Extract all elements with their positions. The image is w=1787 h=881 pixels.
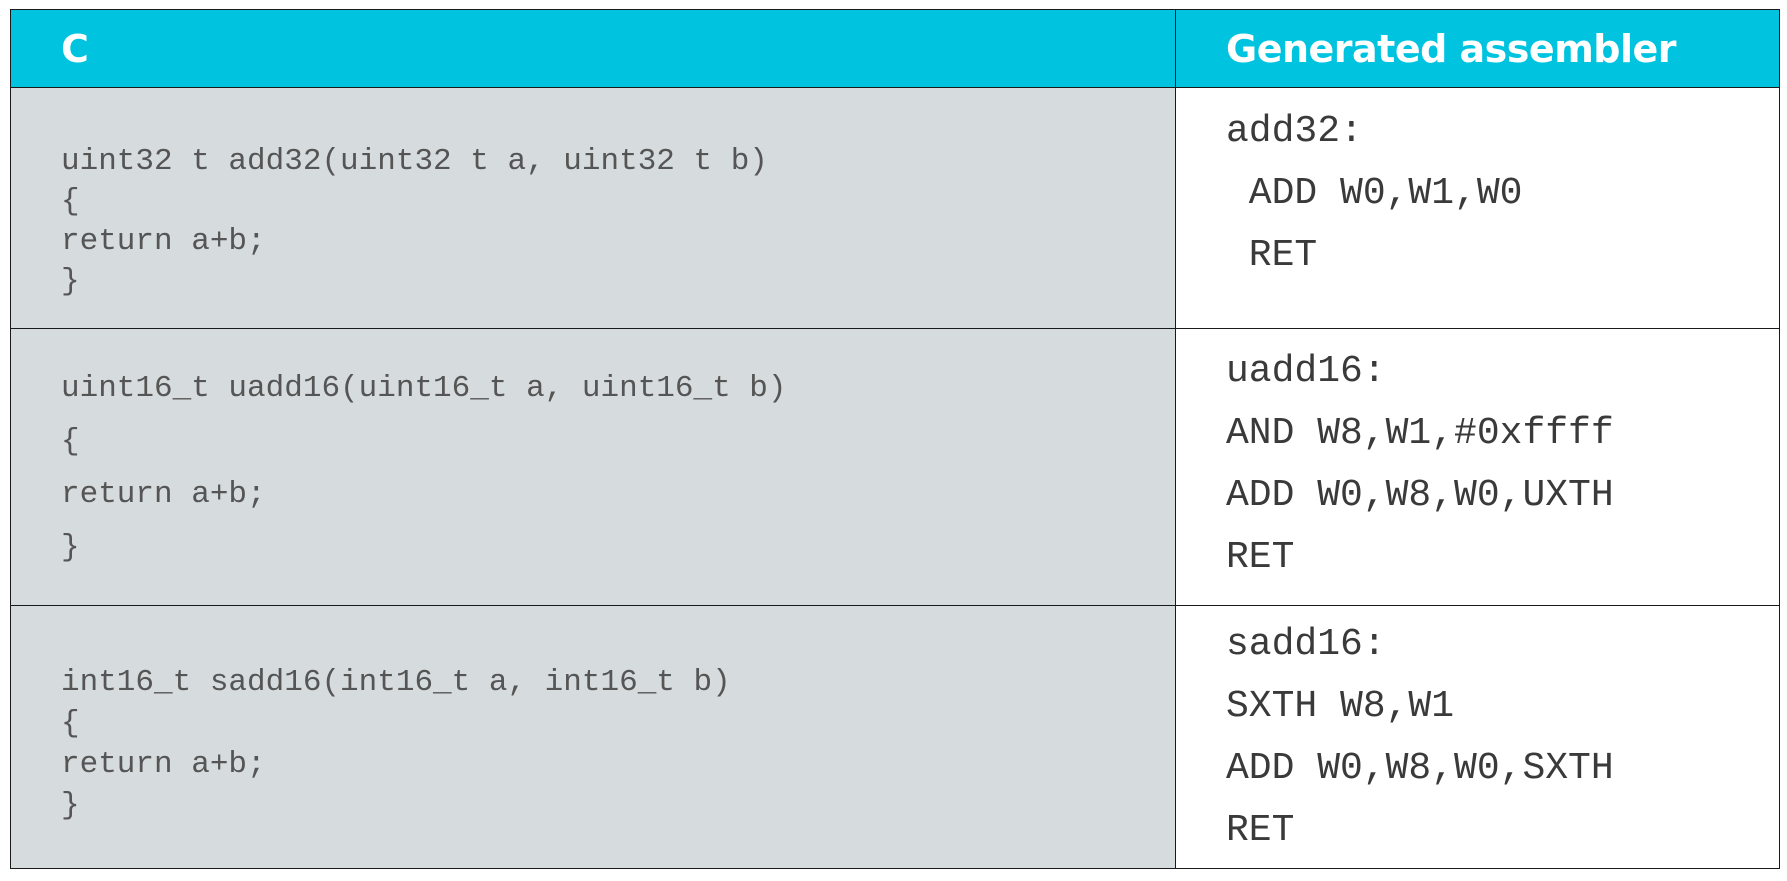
table-row-add32: uint32 t add32(uint32 t a, uint32 t b) {…: [10, 87, 1780, 329]
c-code-line: {: [61, 424, 80, 459]
asm-code-line: RET: [1226, 809, 1295, 852]
c-code-line: {: [61, 184, 80, 219]
c-code-line: }: [61, 788, 80, 823]
asm-code-line: sadd16:: [1226, 623, 1386, 666]
table-row-uadd16: uint16_t uadd16(uint16_t a, uint16_t b) …: [10, 328, 1780, 606]
asm-code-line: add32:: [1226, 110, 1363, 153]
asm-code-line: SXTH W8,W1: [1226, 685, 1455, 728]
c-code-line: return a+b;: [61, 747, 266, 782]
header-row: C Generated assembler: [10, 9, 1780, 88]
asm-code-line: ADD W0,W8,W0,UXTH: [1226, 474, 1614, 517]
asm-code-line: ADD W0,W1,W0: [1226, 172, 1523, 215]
c-code-line: }: [61, 264, 80, 299]
header-generated-assembler: Generated assembler: [1175, 9, 1780, 88]
c-code-cell: uint16_t uadd16(uint16_t a, uint16_t b) …: [10, 328, 1176, 606]
asm-code-line: ADD W0,W8,W0,SXTH: [1226, 747, 1614, 790]
header-c: C: [10, 9, 1176, 88]
asm-code-cell: sadd16: SXTH W8,W1 ADD W0,W8,W0,SXTH RET: [1175, 605, 1780, 869]
c-code-line: int16_t sadd16(int16_t a, int16_t b): [61, 665, 731, 700]
c-code-line: {: [61, 706, 80, 741]
asm-code-line: RET: [1226, 536, 1295, 579]
c-code-line: return a+b;: [61, 477, 266, 512]
code-comparison-table: C Generated assembler uint32 t add32(uin…: [10, 9, 1780, 869]
table-row-sadd16: int16_t sadd16(int16_t a, int16_t b) { r…: [10, 605, 1780, 869]
c-code-line: uint32 t add32(uint32 t a, uint32 t b): [61, 144, 768, 179]
asm-code-line: uadd16:: [1226, 350, 1386, 393]
c-code-line: uint16_t uadd16(uint16_t a, uint16_t b): [61, 371, 787, 406]
c-code-line: }: [61, 530, 80, 565]
asm-code-cell: uadd16: AND W8,W1,#0xffff ADD W0,W8,W0,U…: [1175, 328, 1780, 606]
c-code-cell: int16_t sadd16(int16_t a, int16_t b) { r…: [10, 605, 1176, 869]
asm-code-cell: add32: ADD W0,W1,W0 RET: [1175, 87, 1780, 329]
c-code-cell: uint32 t add32(uint32 t a, uint32 t b) {…: [10, 87, 1176, 329]
asm-code-line: RET: [1226, 234, 1318, 277]
asm-code-line: AND W8,W1,#0xffff: [1226, 412, 1614, 455]
c-code-line: return a+b;: [61, 224, 266, 259]
